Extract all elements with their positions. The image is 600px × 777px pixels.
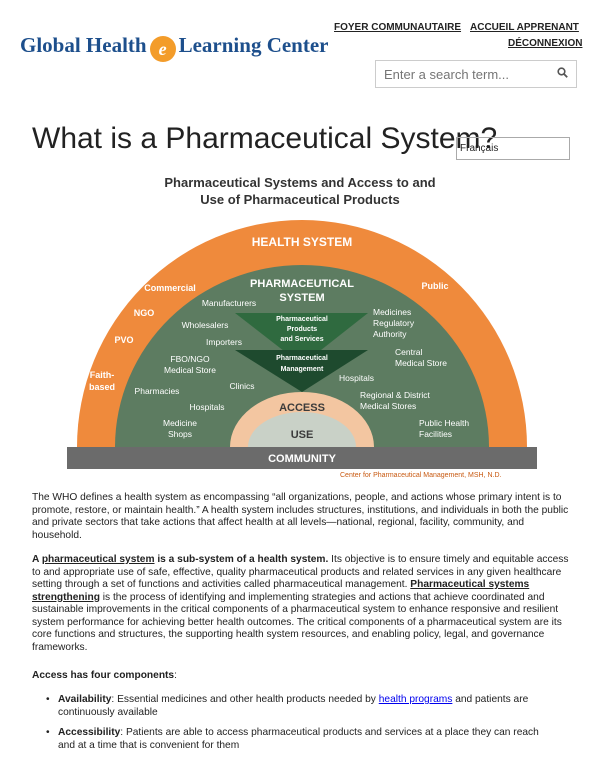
nav-logout[interactable]: DÉCONNEXION [508,38,583,49]
label-faith-1: Faith- [90,370,115,380]
label-fbo-2: Medical Store [164,365,216,375]
label-cms-1: Central [395,347,423,357]
label-hospitals-right: Hospitals [339,373,374,383]
term-accessibility: Accessibility [58,727,121,738]
list-item-accessibility: Accessibility: Patients are able to acce… [46,727,558,752]
accessibility-text: : Patients are able to access pharmaceut… [58,727,539,751]
label-access: ACCESS [279,402,325,414]
management-triangle [235,350,368,392]
diagram-title-line2: Use of Pharmaceutical Products [200,192,400,207]
p2-body-d: is the process of identifying and implem… [32,591,562,653]
page-title: What is a Pharmaceutical System? [32,122,498,155]
term-availability: Availability [58,694,112,705]
availability-text-b: and patients are continuously available [58,694,529,718]
label-faith-2: based [89,382,115,392]
pharmaceutical-system-paragraph: A pharmaceutical system is a sub-system … [32,554,572,654]
logo-text-learning-center: Learning Center [178,33,329,57]
label-medicine-shops-2: Shops [168,429,192,439]
label-products-1: Pharmaceutical [276,316,328,323]
label-management-2: Management [281,366,324,373]
label-products-2: Products [287,326,317,333]
search-input[interactable] [382,66,546,83]
access-heading-colon: : [174,670,177,681]
label-pharmaceutical: PHARMACEUTICAL [250,278,354,290]
label-public: Public [421,281,448,291]
label-wholesalers: Wholesalers [182,320,229,330]
label-management-1: Pharmaceutical [276,355,328,362]
label-system: SYSTEM [279,292,324,304]
label-community: COMMUNITY [268,453,336,465]
use-arc [248,412,356,447]
label-medicine-shops-1: Medicine [163,418,197,428]
label-rdms-1: Regional & District [360,390,431,400]
access-heading-text: Access has four components [32,670,175,681]
logo-text-global-health: Global Health [20,33,147,57]
nav-community-home[interactable]: FOYER COMMUNAUTAIRE [334,22,462,33]
label-phf-2: Facilities [419,429,452,439]
label-fbo-1: FBO/NGO [170,354,210,364]
label-pharmacies: Pharmacies [135,386,180,396]
label-phf-1: Public Health [419,418,469,428]
intro-paragraph: The WHO defines a health system as encom… [32,492,569,541]
label-ngo: NGO [134,308,155,318]
label-mra-3: Authority [373,329,407,339]
search-box [375,60,577,88]
p2-lead-b: is a sub-system of a health system. [154,554,329,565]
availability-text-a: : Essential medicines and other health p… [111,694,379,705]
label-hospitals-left: Hospitals [190,402,225,412]
label-rdms-2: Medical Stores [360,401,416,411]
label-manufacturers: Manufacturers [202,298,256,308]
diagram-title-line1: Pharmaceutical Systems and Access to and [164,175,436,190]
list-item-availability: Availability: Essential medicines and ot… [46,694,558,719]
link-pharmaceutical-systems-strengthening[interactable]: Pharmaceutical systems strengthening [32,579,530,603]
search-icon[interactable] [557,67,568,81]
logo-e-icon: e [149,36,176,62]
label-commercial: Commercial [144,283,196,293]
nav-learner-home[interactable]: ACCUEIL APPRENANT [470,22,579,33]
label-cms-2: Medical Store [395,358,447,368]
diagram-credit: Center for Pharmaceutical Management, MS… [340,472,502,479]
community-bar [67,447,537,469]
label-clinics: Clinics [229,381,254,391]
label-products-3: and Services [280,336,323,343]
label-use: USE [291,429,314,441]
label-mra-1: Medicines [373,307,411,317]
p2-body-c: Its objective is to ensure timely and eq… [32,554,569,590]
link-health-programs[interactable]: health programs [378,694,453,705]
language-select[interactable]: Français [456,137,570,160]
label-mra-2: Regulatory [373,318,415,328]
label-pvo: PVO [114,335,133,345]
access-heading: Access has four components: [32,670,572,683]
label-health-system: HEALTH SYSTEM [252,235,352,249]
link-pharmaceutical-system[interactable]: pharmaceutical system [41,554,155,565]
products-triangle [235,313,368,365]
p2-lead-a: A [32,554,42,565]
label-importers: Importers [206,337,242,347]
